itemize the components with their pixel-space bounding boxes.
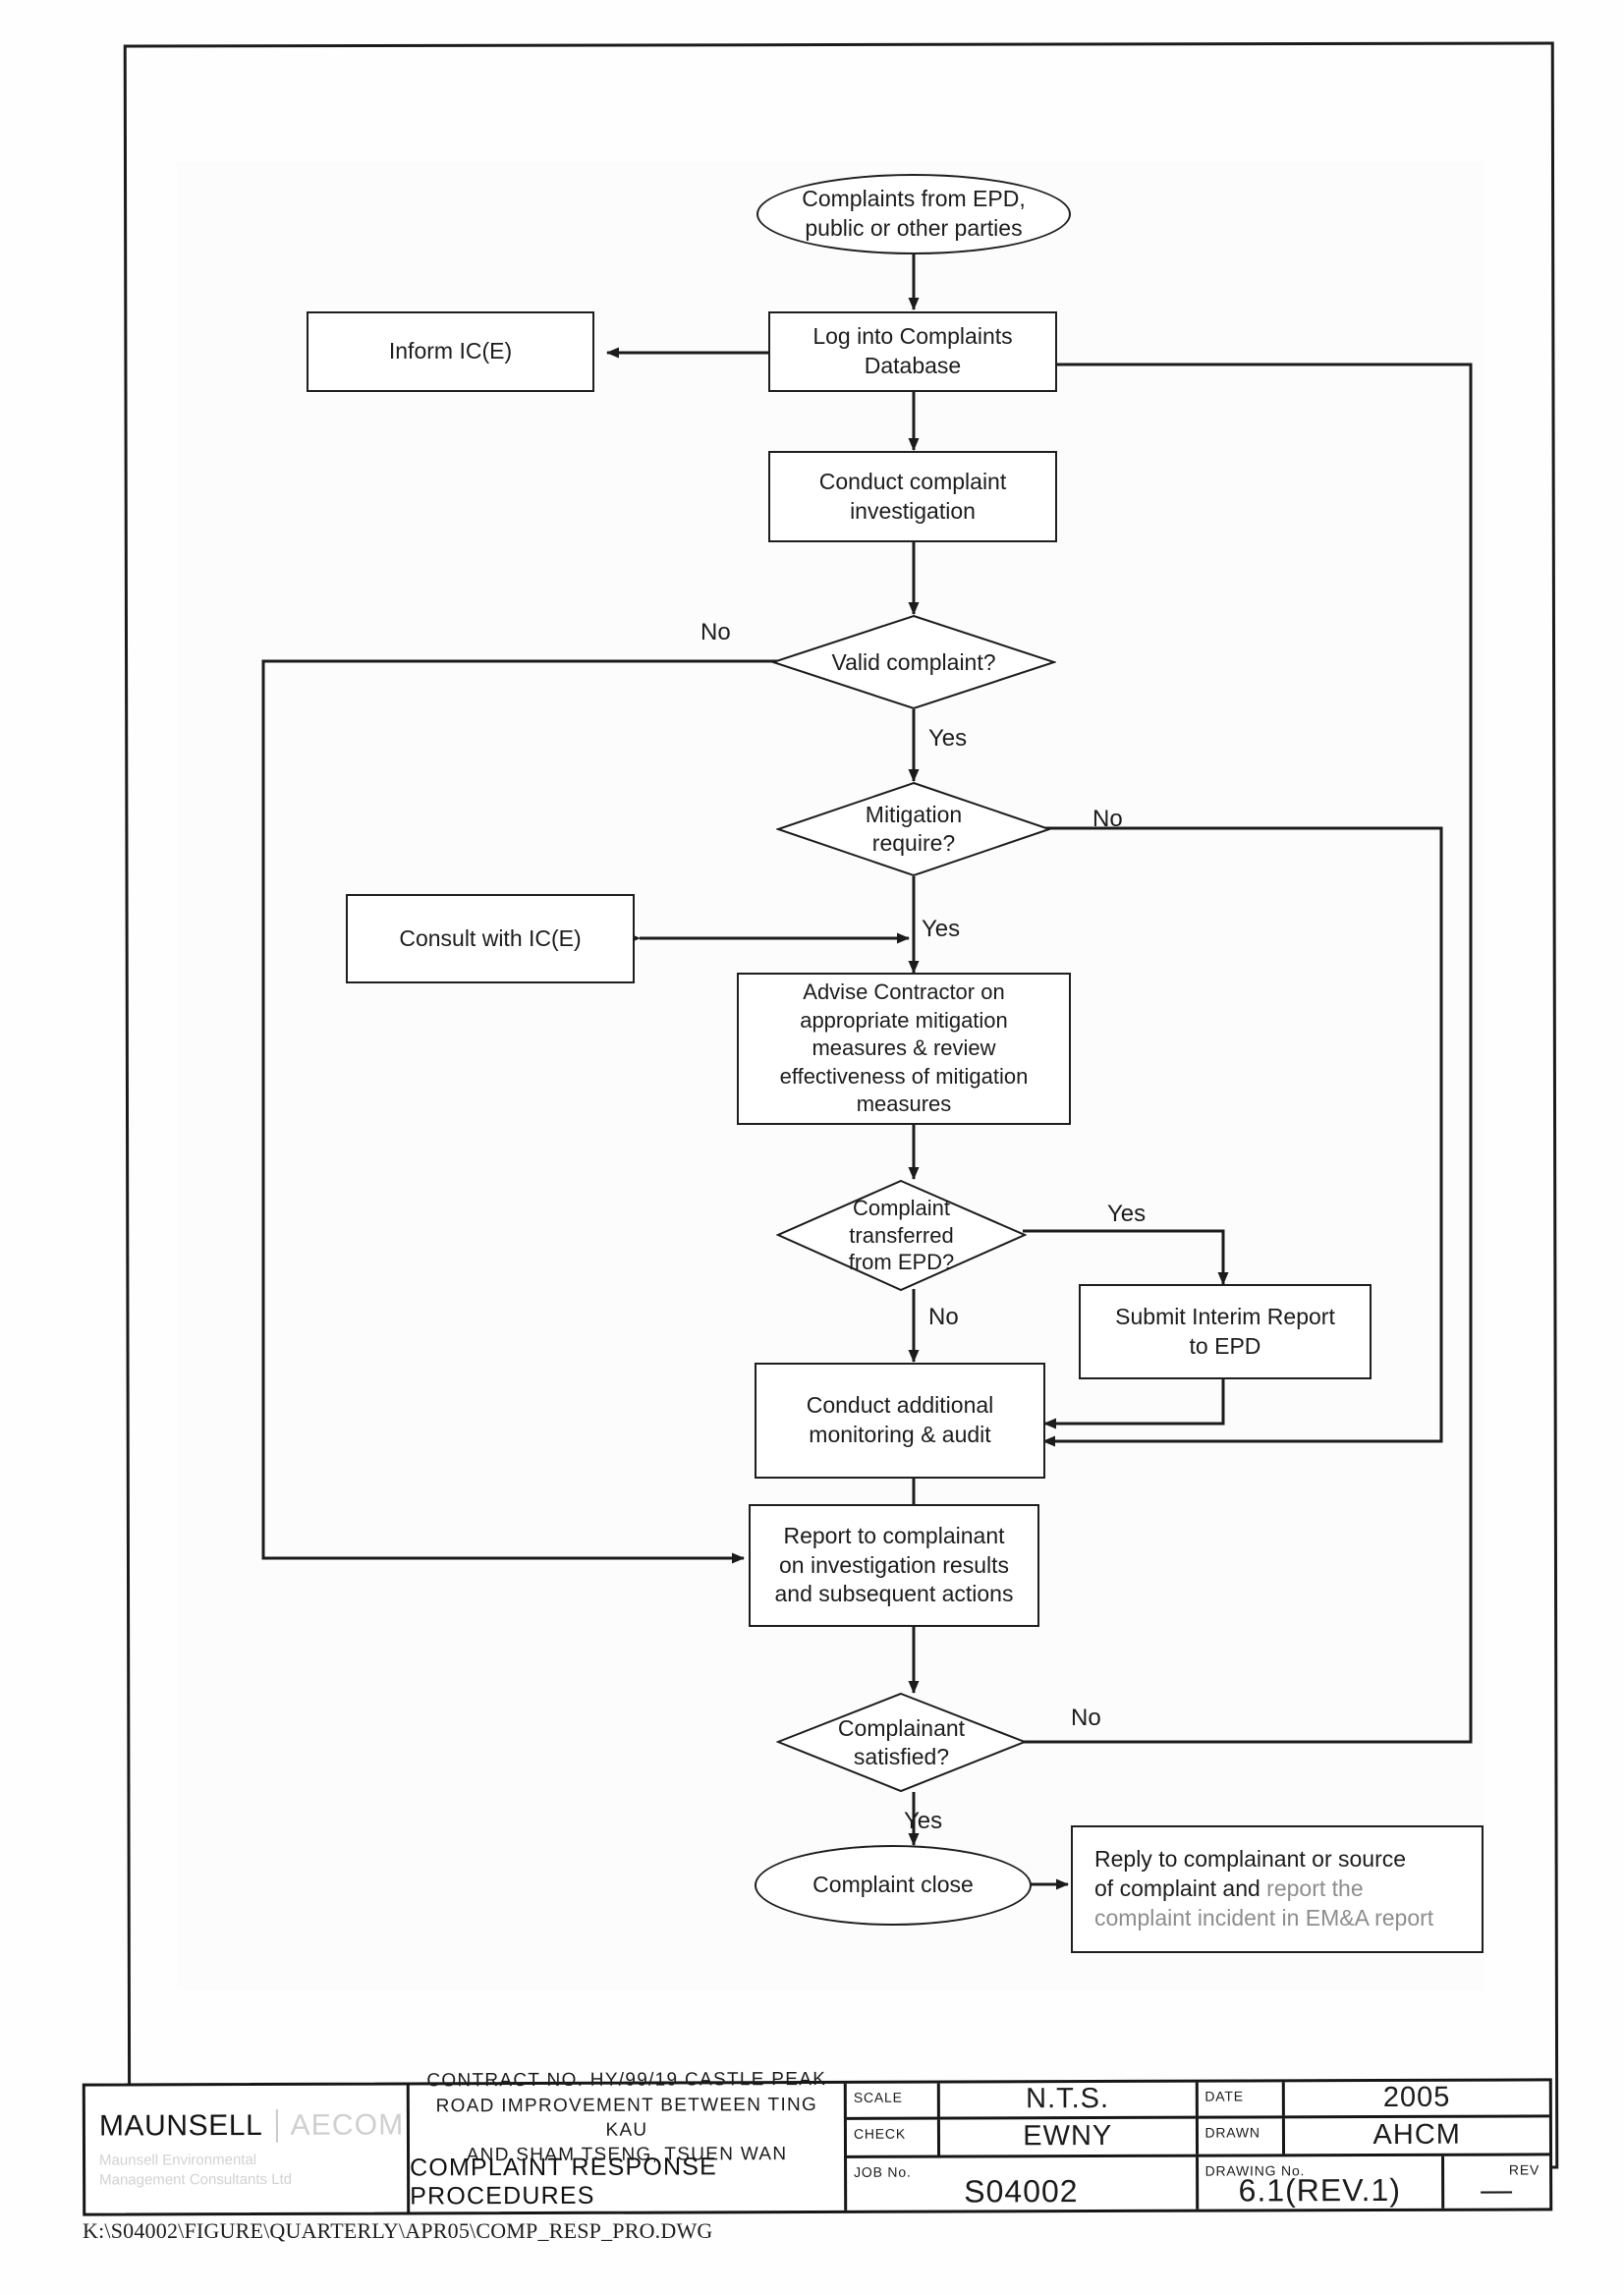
node-complaint-transferred-decision: Complaint transferred from EPD? — [776, 1179, 1027, 1292]
rev-label: REV — [1508, 2161, 1540, 2178]
drawn-value-cell: AHCM — [1284, 2117, 1549, 2154]
scale-value: N.T.S. — [1026, 2083, 1110, 2115]
job-no-label: JOB No. — [854, 2163, 912, 2180]
reply-line-2-part-a: of complaint and — [1094, 1875, 1267, 1902]
edge-label-satisfied-no: No — [1071, 1705, 1101, 1731]
node-start-complaints: Complaints from EPD, public or other par… — [756, 174, 1071, 254]
check-row: CHECK EWNY — [846, 2118, 1196, 2155]
drawn-row: DRAWN AHCM — [1198, 2117, 1549, 2155]
date-label-cell: DATE — [1198, 2082, 1285, 2116]
logo-subtitle: Maunsell Environmental Management Consul… — [99, 2151, 293, 2189]
node-conduct-investigation: Conduct complaint investigation — [768, 451, 1057, 542]
date-value-cell: 2005 — [1284, 2081, 1549, 2114]
node-interim-report-label: Submit Interim Report to EPD — [1115, 1303, 1335, 1359]
date-row: DATE 2005 — [1198, 2081, 1549, 2119]
title-block-upper-fields: SCALE N.T.S. CHECK EWNY — [846, 2081, 1550, 2158]
scale-label-cell: SCALE — [846, 2083, 940, 2117]
node-complaint-transferred-label: Complaint transferred from EPD? — [848, 1196, 955, 1275]
check-label: CHECK — [853, 2125, 906, 2142]
scale-label: SCALE — [853, 2089, 903, 2105]
rev-cell: REV — — [1444, 2155, 1549, 2208]
node-inform-ice-label: Inform IC(E) — [388, 338, 513, 364]
title-block-logo-cell: MAUNSELL AECOM Maunsell Environmental Ma… — [84, 2085, 411, 2213]
date-label: DATE — [1204, 2088, 1244, 2104]
title-block: MAUNSELL AECOM Maunsell Environmental Ma… — [82, 2069, 1553, 2216]
job-no-cell: JOB No. S04002 — [847, 2156, 1199, 2211]
reply-line-2: of complaint and report the — [1094, 1875, 1364, 1904]
node-complaint-close: Complaint close — [755, 1845, 1032, 1926]
node-log-db-label: Log into Complaints Database — [812, 323, 1013, 378]
edge-label-transferred-yes: Yes — [1107, 1201, 1147, 1227]
node-complainant-satisfied-label: Complainant satisfied? — [837, 1714, 966, 1769]
drawn-label: DRAWN — [1204, 2123, 1260, 2141]
edge-label-mitigation-no: No — [1092, 806, 1123, 832]
node-mitigation-require-label: Mitigation require? — [865, 802, 963, 856]
edge-label-valid-yes: Yes — [928, 725, 968, 752]
node-report-complainant-label: Report to complainant on investigation r… — [774, 1522, 1014, 1607]
node-investigate-label: Conduct complaint investigation — [818, 468, 1007, 524]
node-advise-contractor-label: Advise Contractor on appropriate mitigat… — [779, 980, 1029, 1117]
title-block-lower-fields: JOB No. S04002 DRAWING No. 6.1(REV.1) RE… — [847, 2155, 1549, 2211]
reply-line-3: complaint incident in EM&A report — [1094, 1904, 1434, 1931]
drawing-no-cell: DRAWING No. 6.1(REV.1) — [1198, 2155, 1444, 2210]
reply-line-1: Reply to complainant or source — [1094, 1846, 1407, 1873]
edge-label-satisfied-yes: Yes — [904, 1808, 943, 1834]
edge-label-valid-no: No — [700, 619, 731, 645]
node-consult-with-ice: Consult with IC(E) — [346, 894, 635, 983]
node-complaint-close-label: Complaint close — [812, 1872, 974, 1898]
node-complainant-satisfied-decision: Complainant satisfied? — [776, 1692, 1027, 1793]
node-mitigation-require-decision: Mitigation require? — [776, 781, 1051, 877]
node-inform-ice: Inform IC(E) — [307, 311, 594, 392]
node-valid-complaint-decision: Valid complaint? — [771, 614, 1056, 710]
drawn-label-cell: DRAWN — [1198, 2117, 1285, 2155]
logo-row: MAUNSELL AECOM — [99, 2108, 407, 2143]
node-valid-complaint-label: Valid complaint? — [831, 648, 996, 675]
node-report-to-complainant: Report to complainant on investigation r… — [749, 1504, 1039, 1627]
title-block-contract-cell: CONTRACT NO. HY/99/19 CASTLE PEAK ROAD I… — [409, 2069, 848, 2212]
maunsell-logo-text: MAUNSELL — [98, 2108, 263, 2143]
logo-divider — [275, 2108, 278, 2143]
node-submit-interim-report: Submit Interim Report to EPD — [1079, 1284, 1372, 1379]
check-value-cell: EWNY — [940, 2118, 1196, 2155]
dwg-file-path: K:\S04002\FIGURE\QUARTERLY\APR05\COMP_RE… — [83, 2218, 713, 2243]
node-log-complaints-database: Log into Complaints Database — [768, 311, 1057, 392]
check-value: EWNY — [1023, 2120, 1113, 2153]
date-value: 2005 — [1382, 2082, 1451, 2114]
node-conduct-additional-monitoring: Conduct additional monitoring & audit — [755, 1363, 1045, 1479]
node-start-label: Complaints from EPD, public or other par… — [802, 186, 1026, 241]
node-reply-to-complainant: Reply to complainant or source of compla… — [1071, 1825, 1484, 1953]
node-additional-monitoring-label: Conduct additional monitoring & audit — [806, 1392, 994, 1447]
check-label-cell: CHECK — [846, 2119, 941, 2155]
scale-value-cell: N.T.S. — [940, 2083, 1196, 2116]
aecom-logo-text: AECOM — [290, 2108, 405, 2142]
edge-label-mitigation-yes: Yes — [922, 916, 961, 942]
drawing-title: COMPLAINT RESPONSE PROCEDURES — [410, 2152, 717, 2210]
node-consult-ice-label: Consult with IC(E) — [399, 924, 582, 951]
title-block-fields-cell: SCALE N.T.S. CHECK EWNY — [846, 2081, 1550, 2211]
drawing-no-label: DRAWING No. — [1204, 2162, 1306, 2179]
edge-label-transferred-no: No — [928, 1304, 959, 1330]
node-advise-contractor: Advise Contractor on appropriate mitigat… — [737, 973, 1071, 1125]
contract-description: CONTRACT NO. HY/99/19 CASTLE PEAK ROAD I… — [426, 2069, 826, 2166]
reply-line-2-part-b: report the — [1266, 1875, 1364, 1902]
scale-row: SCALE N.T.S. — [846, 2082, 1196, 2120]
drawn-value: AHCM — [1372, 2118, 1461, 2152]
